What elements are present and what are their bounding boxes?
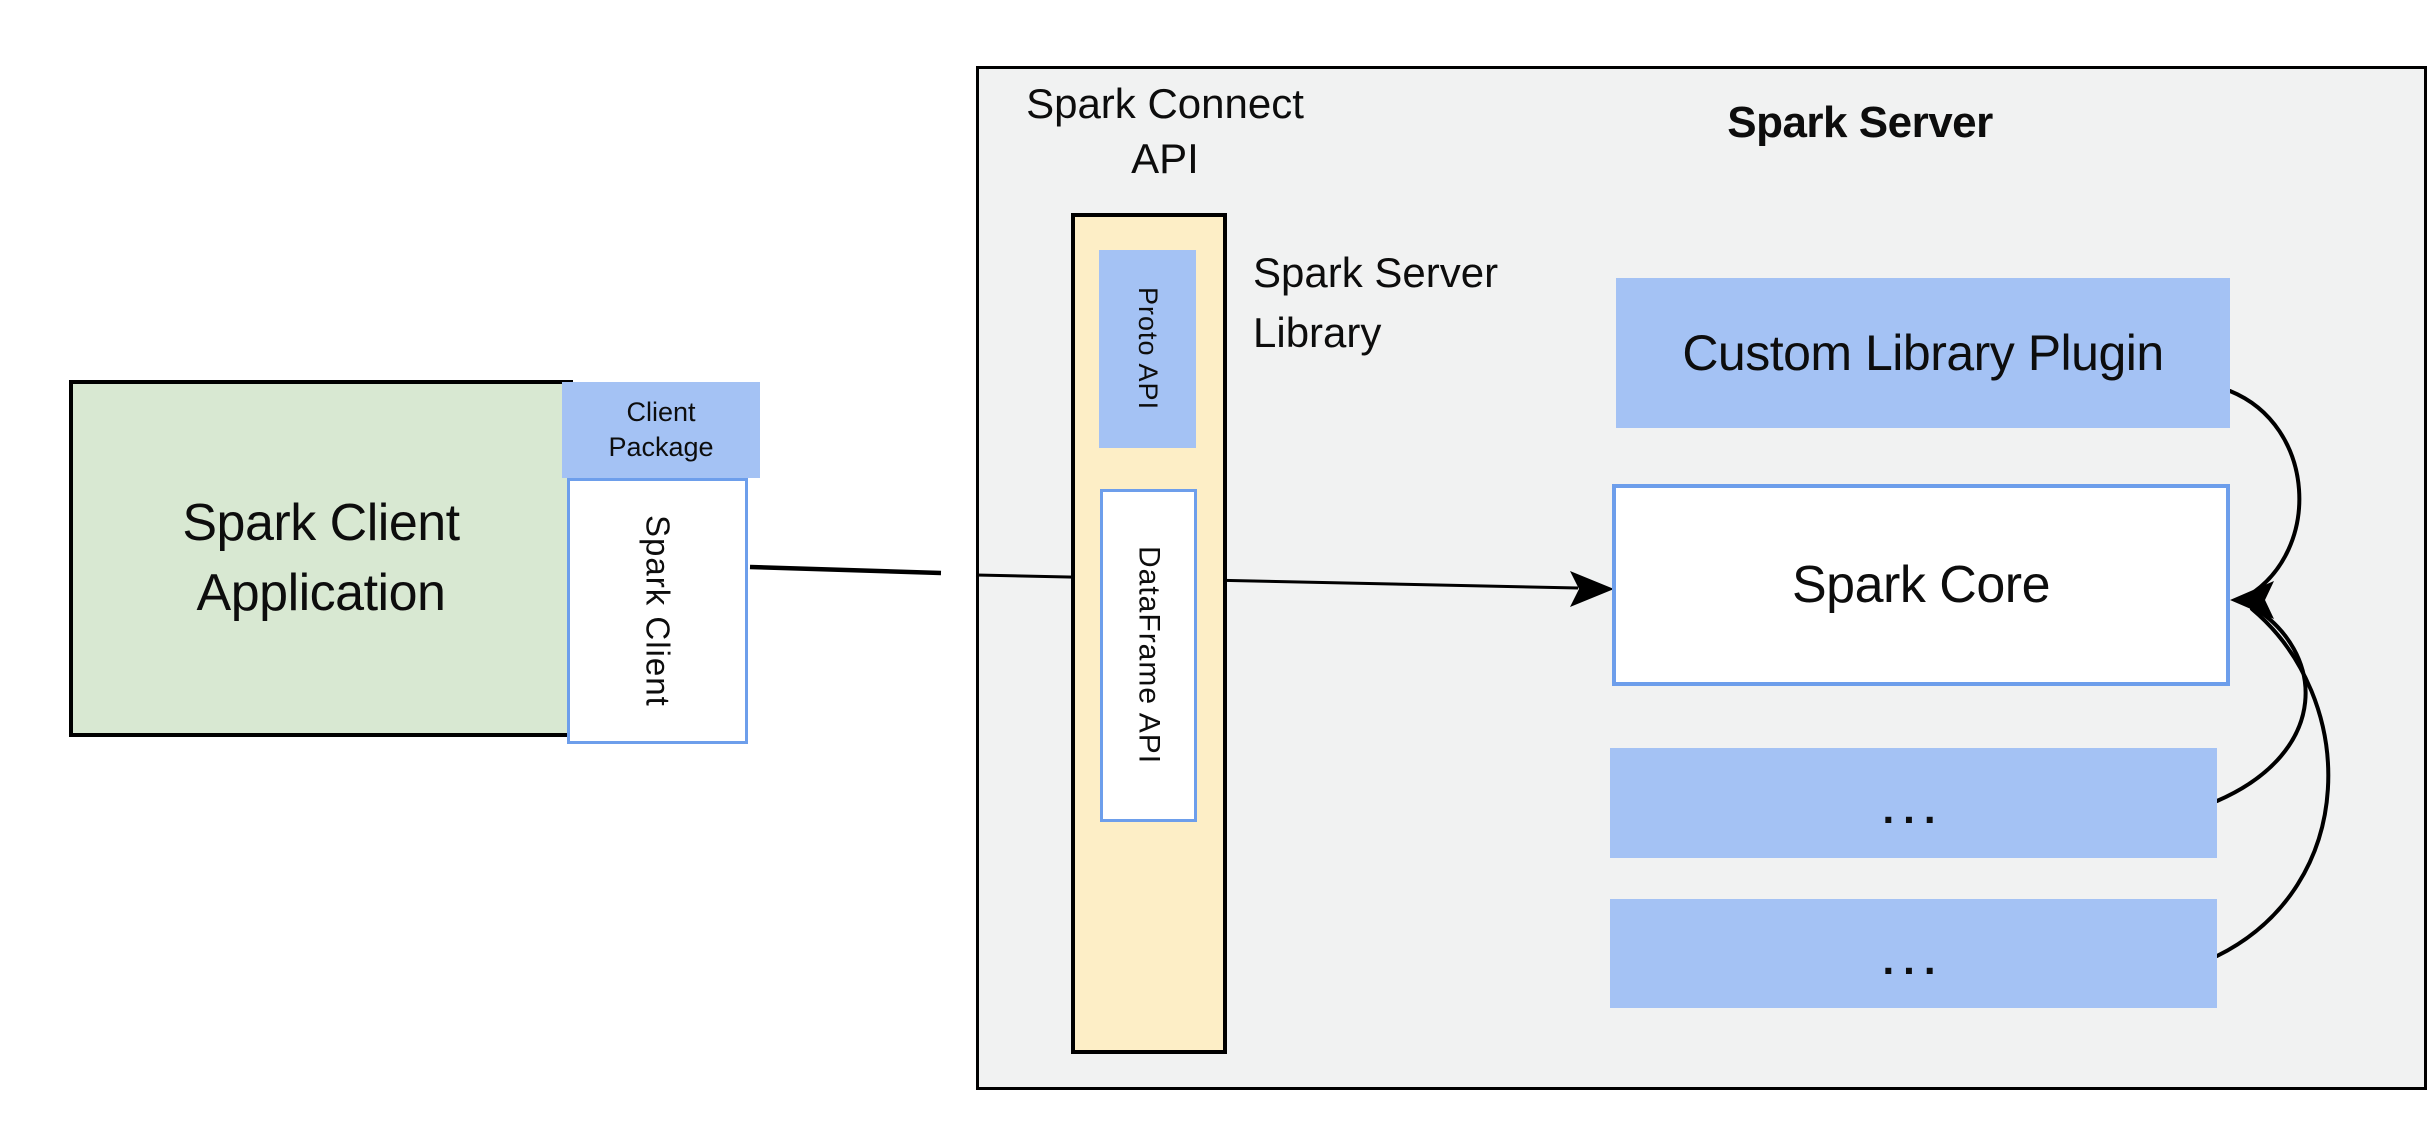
dataframe-api-box: DataFrame API (1100, 489, 1197, 822)
spark-core-label: Spark Core (1792, 556, 2051, 614)
client-package-label: Client Package (608, 396, 714, 462)
server-module-dots-1: ... (1882, 785, 1945, 832)
dataframe-api-label: DataFrame API (1132, 546, 1166, 765)
server-module-dots-2: ... (1882, 935, 1945, 983)
client-application-label: Spark Client Application (182, 494, 460, 622)
proto-api-label: Proto API (1133, 287, 1163, 411)
server-module-box-1: ... (1610, 748, 2217, 858)
client-to-connect-line (749, 564, 942, 576)
spark-client-label: Spark Client (639, 515, 677, 707)
custom-library-plugin-label: Custom Library Plugin (1682, 325, 2164, 381)
client-package-box: Client Package (562, 382, 760, 478)
proto-api-box: Proto API (1099, 250, 1196, 448)
client-application-box: Spark Client Application (69, 380, 573, 737)
spark-connect-api-title: Spark Connect API (1026, 80, 1304, 183)
spark-client-box: Spark Client (567, 478, 748, 744)
spark-server-library-label: Spark Server Library (1253, 249, 1499, 356)
spark-core-box: Spark Core (1612, 484, 2230, 686)
custom-library-plugin-box: Custom Library Plugin (1616, 278, 2230, 428)
server-module-box-2: ... (1610, 899, 2217, 1008)
spark-server-title: Spark Server (1727, 98, 1993, 147)
